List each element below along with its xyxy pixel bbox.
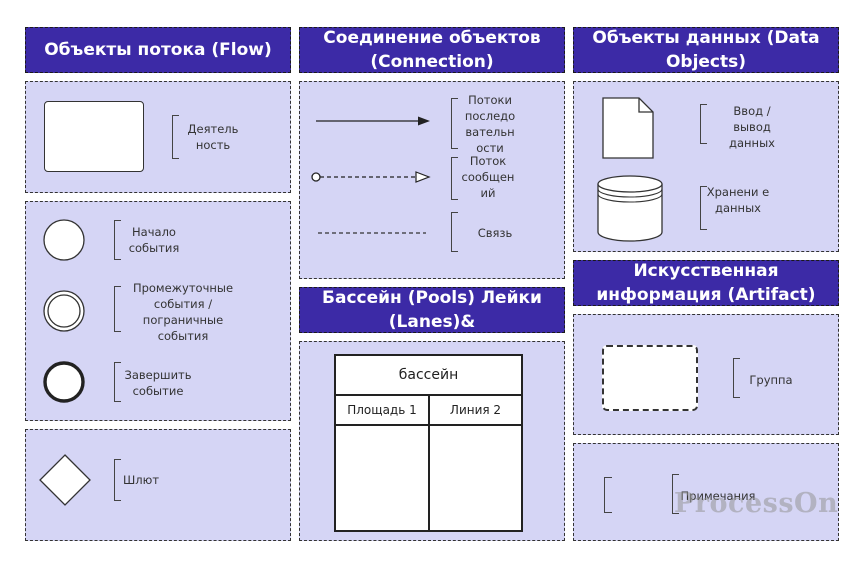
association-label: Связь [477,226,513,240]
header-artifact: Искусственная информация (Artifact) [573,260,839,306]
gateway-label: Шлют [122,473,160,487]
sequence-flow-label: Потоки последо вательн ости [464,93,516,155]
intermediate-event-label: Промежуточные события / пограничные собы… [132,281,234,343]
sequence-flow-shape [316,116,430,126]
header-pools-lanes: Бассейн (Pools) Лейки (Lanes)& [299,287,565,333]
panel-activity: Деятель ность [25,81,291,193]
panel-events: Начало события Промежуточные события / п… [25,201,291,421]
label-bracket [700,186,707,230]
start-event-shape [43,219,85,261]
end-event-shape [43,361,85,403]
watermark-logo: ProcessOn [674,488,839,519]
association-shape [318,232,426,234]
label-bracket [700,104,707,144]
message-flow-shape [311,171,431,183]
label-bracket [733,358,740,398]
label-bracket [451,98,458,149]
header-flow-objects: Объекты потока (Flow) [25,27,291,73]
group-shape [602,345,698,411]
activity-shape [44,101,144,172]
panel-pool: бассейн Площадь 1 Линия 2 [299,341,565,541]
label-bracket [114,459,121,501]
activity-label: Деятель ность [187,122,239,152]
group-label: Группа [749,373,793,387]
header-data-objects: Объекты данных (Data Objects) [573,27,839,73]
annotation-label: Примечания [680,489,756,503]
panel-data-objects: Ввод / вывод данных Хранени е данных [573,81,839,252]
intermediate-event-shape [43,290,85,332]
panel-connections: Потоки последо вательн ости Поток сообще… [299,81,565,279]
lane-2-body [428,424,523,532]
message-flow-label: Поток сообщен ий [461,154,515,200]
label-bracket [114,362,121,402]
start-event-label: Начало события [128,225,180,255]
pool-title: бассейн [334,354,523,396]
input-output-label: Ввод / вывод данных [729,104,775,150]
end-event-label: Завершить событие [124,368,192,398]
panel-gateway: Шлют [25,429,291,541]
data-store-label: Хранени е данных [706,185,770,215]
label-bracket [672,474,679,514]
panel-group: Группа [573,314,839,435]
label-bracket [451,157,458,200]
lane-1-header: Площадь 1 [334,394,430,426]
label-bracket [172,115,179,159]
gateway-shape [39,454,91,506]
header-connection-objects: Соединение объектов (Connection) [299,27,565,73]
document-icon [602,97,654,159]
lane-1-body [334,424,430,532]
label-bracket [114,220,121,260]
label-bracket [451,212,458,252]
annotation-shape [604,477,612,513]
panel-annotation: Примечания [573,443,839,541]
data-store-icon [597,175,663,242]
label-bracket [114,286,121,332]
lane-2-header: Линия 2 [428,394,523,426]
